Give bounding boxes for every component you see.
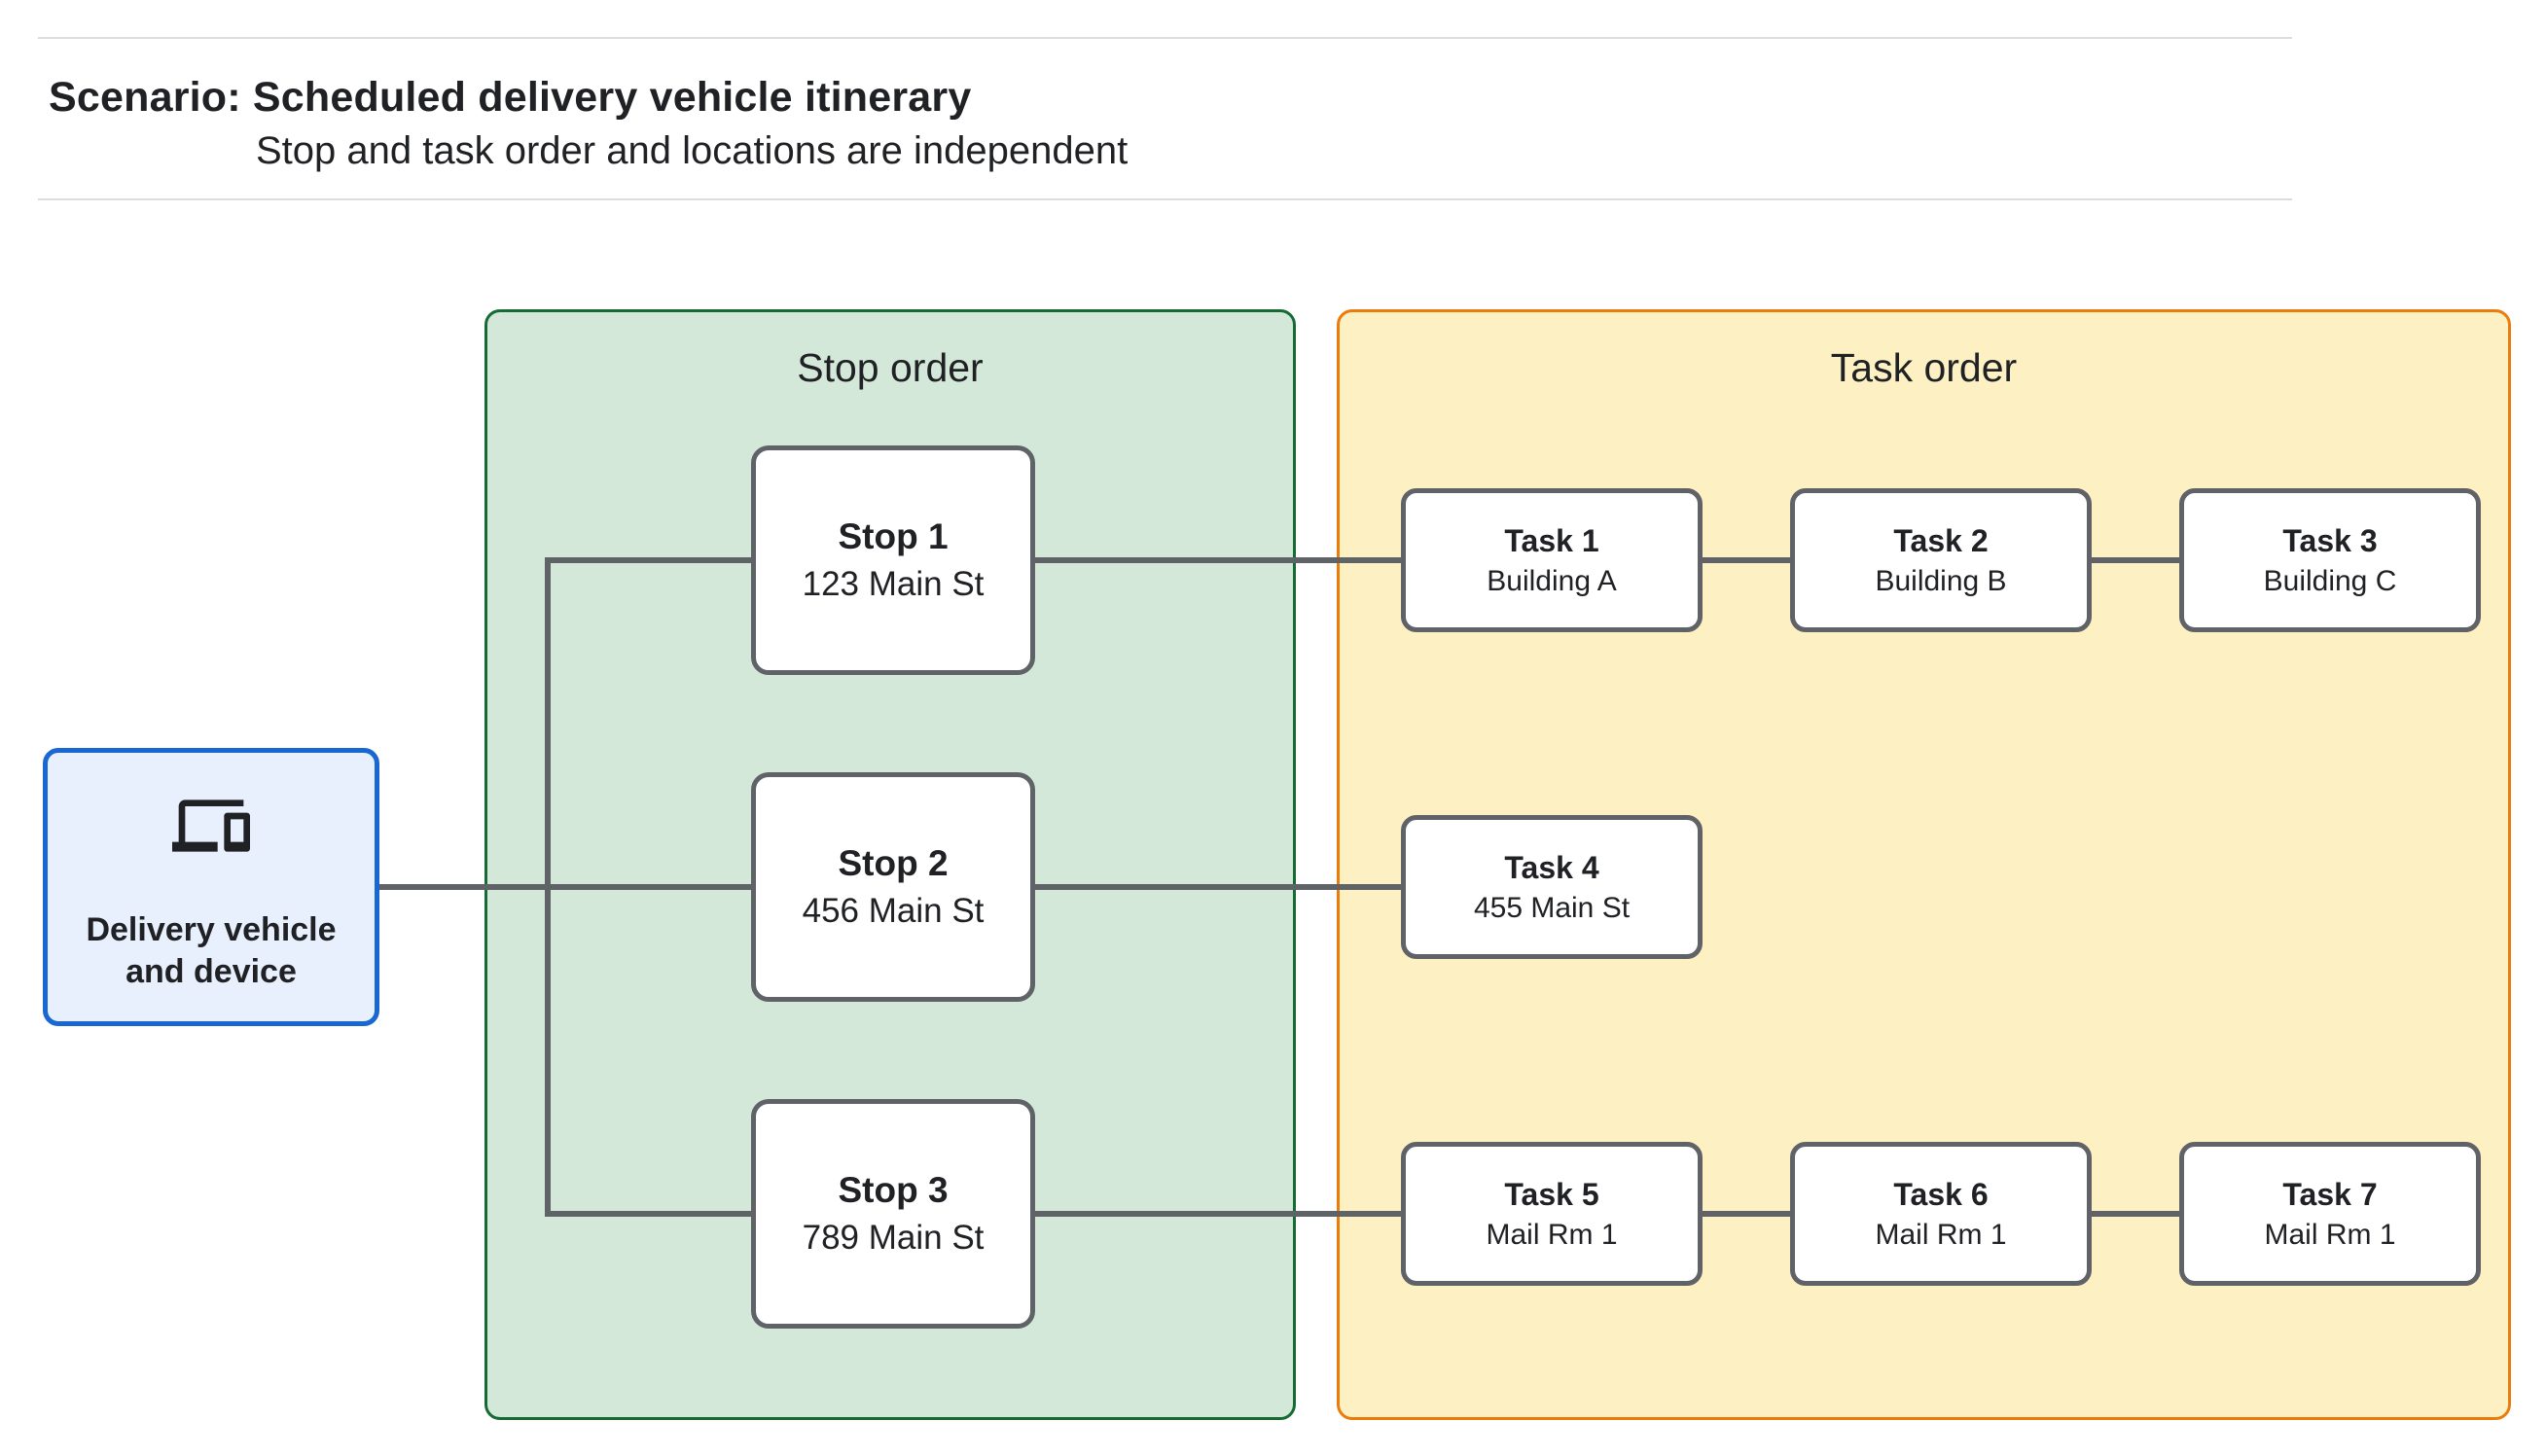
task-3-name: Task 3 — [2282, 522, 2378, 558]
task-4-name: Task 4 — [1504, 849, 1599, 885]
connector-vehicle-to-stop2 — [379, 884, 751, 890]
task-6-node: Task 6 Mail Rm 1 — [1790, 1142, 2092, 1286]
connector-task1-to-task2 — [1703, 557, 1790, 563]
connector-trunk-to-stop3 — [545, 1211, 751, 1217]
task-4-location: 455 Main St — [1473, 891, 1631, 924]
stop-3-location: 789 Main St — [802, 1219, 985, 1257]
task-2-name: Task 2 — [1893, 522, 1989, 558]
connector-stop2-to-task4 — [1035, 884, 1401, 890]
task-7-location: Mail Rm 1 — [2264, 1218, 2396, 1251]
task-2-location: Building B — [1875, 564, 2007, 597]
connector-stop1-to-task1 — [1035, 557, 1401, 563]
stop-2-node: Stop 2 456 Main St — [751, 772, 1035, 1002]
task-2-node: Task 2 Building B — [1790, 488, 2092, 632]
delivery-vehicle-node: Delivery vehicle and device — [43, 748, 379, 1026]
task-7-name: Task 7 — [2282, 1176, 2378, 1212]
page-subtitle: Stop and task order and locations are in… — [256, 129, 1129, 172]
connector-trunk-to-stop1 — [545, 557, 751, 563]
task-1-name: Task 1 — [1504, 522, 1599, 558]
header-divider — [38, 198, 2292, 200]
stop-1-name: Stop 1 — [838, 516, 949, 556]
stop-1-location: 123 Main St — [802, 565, 985, 603]
task-3-node: Task 3 Building C — [2179, 488, 2481, 632]
connector-task6-to-task7 — [2092, 1211, 2179, 1217]
task-6-location: Mail Rm 1 — [1875, 1218, 2007, 1251]
task-7-node: Task 7 Mail Rm 1 — [2179, 1142, 2481, 1286]
connector-trunk-vertical — [545, 557, 551, 1217]
stop-2-name: Stop 2 — [838, 843, 949, 883]
devices-icon — [164, 792, 258, 860]
stop-2-location: 456 Main St — [802, 892, 985, 930]
connector-task2-to-task3 — [2092, 557, 2179, 563]
task-5-name: Task 5 — [1504, 1176, 1599, 1212]
page-title: Scenario: Scheduled delivery vehicle iti… — [49, 74, 972, 121]
task-order-panel-title: Task order — [1830, 345, 2018, 390]
stop-1-node: Stop 1 123 Main St — [751, 445, 1035, 675]
task-5-location: Mail Rm 1 — [1486, 1218, 1618, 1251]
stop-3-node: Stop 3 789 Main St — [751, 1099, 1035, 1329]
connector-task5-to-task6 — [1703, 1211, 1790, 1217]
task-3-location: Building C — [2263, 564, 2397, 597]
task-4-node: Task 4 455 Main St — [1401, 815, 1703, 959]
delivery-vehicle-label: Delivery vehicle and device — [86, 911, 337, 990]
task-6-name: Task 6 — [1893, 1176, 1989, 1212]
task-1-location: Building A — [1487, 564, 1617, 597]
stop-3-name: Stop 3 — [838, 1170, 949, 1210]
stop-order-panel-title: Stop order — [797, 345, 984, 390]
task-1-node: Task 1 Building A — [1401, 488, 1703, 632]
top-divider — [38, 37, 2292, 39]
connector-stop3-to-task5 — [1035, 1211, 1401, 1217]
task-5-node: Task 5 Mail Rm 1 — [1401, 1142, 1703, 1286]
